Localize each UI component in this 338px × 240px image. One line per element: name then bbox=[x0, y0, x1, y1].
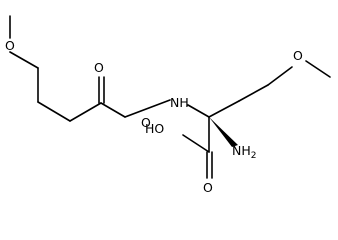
atom-nh-link: NH bbox=[170, 95, 189, 110]
nh2-main-text: NH bbox=[232, 143, 251, 158]
bond-o-c1-left bbox=[9, 51, 39, 69]
wedge-bond-nh2 bbox=[209, 117, 238, 147]
bond-n-alpha bbox=[187, 104, 210, 118]
atom-o-methoxy-left: O bbox=[5, 38, 15, 53]
bond-c2-c3-left bbox=[37, 101, 71, 122]
atom-o-methoxy-right: O bbox=[293, 48, 303, 63]
bond-carboxyl-oh bbox=[182, 134, 210, 153]
molecule-canvas: O O O NH O NH2 HO O bbox=[5, 15, 331, 195]
bond-gamma-o-right bbox=[267, 66, 293, 86]
bond-beta-gamma bbox=[238, 84, 269, 102]
atom-o-carbonyl-acid: O bbox=[203, 180, 213, 195]
bond-o-methyl-right bbox=[305, 60, 331, 78]
atom-o-ester-link: O bbox=[141, 115, 151, 130]
nh2-subscript: 2 bbox=[251, 151, 257, 161]
bond-c4-carbonyl bbox=[100, 102, 126, 118]
atom-o-carbonyl-ester: O bbox=[94, 60, 104, 75]
bond-o-n bbox=[124, 99, 171, 118]
bond-alpha-c-beta bbox=[208, 100, 240, 118]
atom-nh2: NH2 bbox=[232, 143, 256, 161]
atom-oh-acid: HO bbox=[145, 121, 164, 136]
structure-diagram: O O O NH O NH2 HO O bbox=[5, 15, 331, 195]
bond-c3-c4-left bbox=[69, 102, 102, 122]
